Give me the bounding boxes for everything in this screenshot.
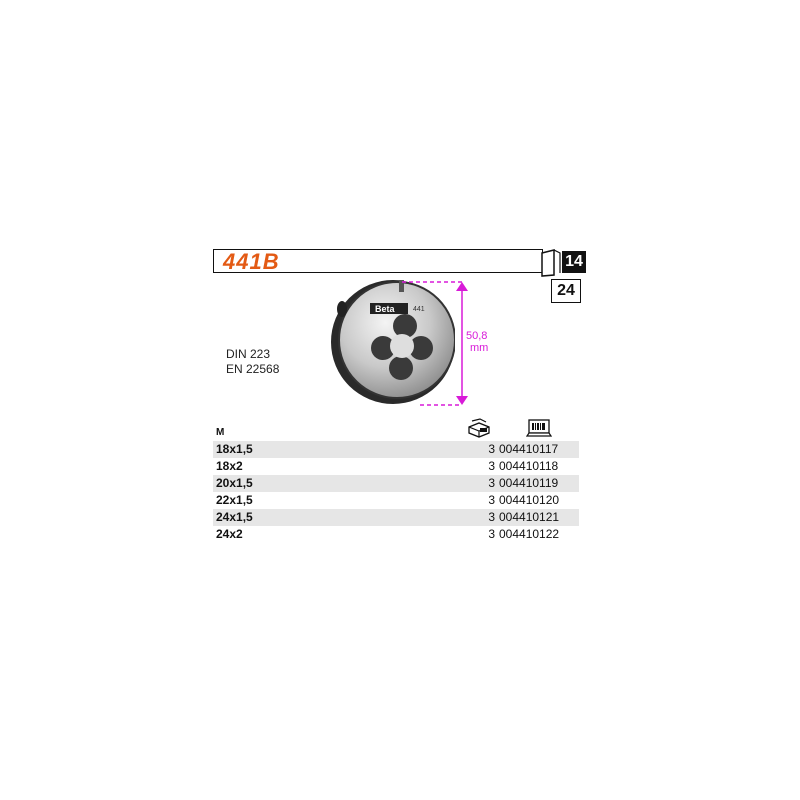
dimension-unit: mm — [470, 342, 489, 354]
badge-bottom: 24 — [551, 279, 581, 303]
article-code: 004410121 — [499, 510, 560, 524]
size-column-header: M — [216, 427, 225, 438]
thread-size: 24x2 — [216, 527, 243, 541]
pack-quantity: 3 — [488, 442, 495, 456]
article-code: 004410119 — [499, 476, 559, 490]
thread-size: 18x1,5 — [216, 442, 253, 456]
title-bar: 441B — [213, 249, 543, 274]
dimension-label: 50,8 mm — [466, 330, 488, 354]
table-row: 24x1,5 3 004410121 — [213, 509, 579, 526]
standard-din: DIN 223 — [226, 347, 271, 361]
article-code: 004410117 — [499, 442, 559, 456]
article-code: 004410120 — [499, 493, 560, 507]
pack-quantity: 3 — [488, 493, 495, 507]
model-marking: 441 — [413, 306, 425, 313]
table-row: 18x2 3 004410118 — [213, 458, 579, 475]
table-row: 22x1,5 3 004410120 — [213, 492, 579, 509]
page-fold-icon — [541, 249, 561, 277]
table-row: 24x2 3 004410122 — [213, 526, 579, 543]
thread-size: 20x1,5 — [216, 476, 253, 490]
dimension-indicator — [402, 281, 468, 406]
badge-top: 14 — [562, 251, 586, 273]
product-code: 441B — [223, 249, 280, 274]
pack-quantity: 3 — [488, 476, 495, 490]
brand-logo: Beta — [375, 304, 396, 314]
article-code: 004410122 — [499, 527, 560, 541]
pack-quantity: 3 — [488, 527, 495, 541]
table-row: 18x1,5 3 004410117 — [213, 441, 579, 458]
thread-size: 24x1,5 — [216, 510, 253, 524]
pack-quantity: 3 — [488, 459, 495, 473]
pack-quantity: 3 — [488, 510, 495, 524]
barcode-computer-icon — [526, 419, 552, 437]
round-die-image: Beta 441 — [331, 280, 455, 404]
thread-size: 22x1,5 — [216, 493, 253, 507]
article-code: 004410118 — [499, 459, 559, 473]
standard-en: EN 22568 — [226, 362, 280, 376]
package-icon — [468, 418, 490, 438]
thread-size: 18x2 — [216, 459, 243, 473]
table-row: 20x1,5 3 004410119 — [213, 475, 579, 492]
dimension-value: 50,8 — [466, 330, 488, 342]
